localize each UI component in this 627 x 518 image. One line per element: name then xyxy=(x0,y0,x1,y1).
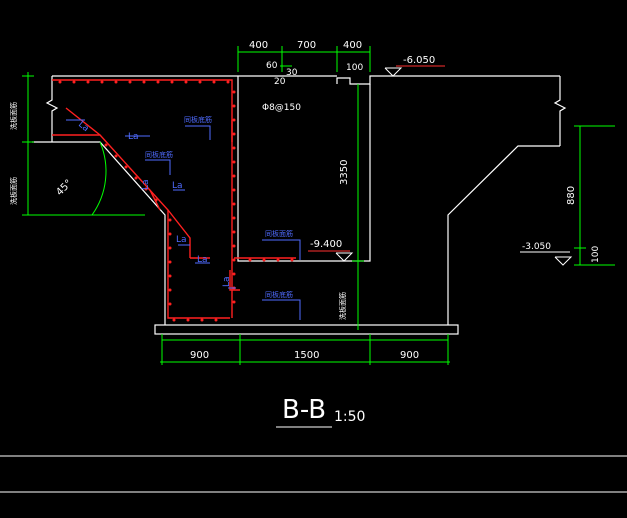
rebar-dot xyxy=(184,80,188,84)
rebar-dot xyxy=(232,104,236,108)
rebar-dot xyxy=(186,318,190,322)
dim-bottom-900-right: 900 xyxy=(400,350,419,361)
rebar-dot xyxy=(156,80,160,84)
rebar-dot xyxy=(86,80,90,84)
dim-880: 880 xyxy=(566,186,577,205)
frame-lines xyxy=(0,455,627,493)
elevation-inner: -9.400 xyxy=(310,239,342,250)
rebar-dot xyxy=(168,246,172,250)
dim-top-400-right: 400 xyxy=(343,40,362,51)
rebar-dot xyxy=(142,80,146,84)
la-label-5: La xyxy=(197,255,208,265)
rebar-dot xyxy=(232,272,236,276)
rebar-dot xyxy=(168,288,172,292)
rebar-dot xyxy=(168,260,172,264)
rebar-dot xyxy=(114,154,118,158)
dim-60: 60 xyxy=(266,61,278,71)
rebar-dot xyxy=(168,274,172,278)
rebar-dot xyxy=(290,258,294,262)
section-outline xyxy=(32,75,567,335)
dim-bottom-1500: 1500 xyxy=(294,350,319,361)
rebar-dot xyxy=(124,165,128,169)
section-title: B-B xyxy=(282,395,326,425)
dim-top-400-left: 400 xyxy=(249,40,268,51)
rebar-dot xyxy=(232,146,236,150)
dim-20: 20 xyxy=(274,77,286,87)
rebar-dot xyxy=(104,143,108,147)
rebar-label-slope: 同板底筋 xyxy=(145,150,173,159)
elevation-texts: -6.050 -9.400 -3.050 xyxy=(310,55,551,252)
elevation-right: -3.050 xyxy=(522,242,551,252)
rebar-dot xyxy=(232,160,236,164)
rebar-dot xyxy=(232,188,236,192)
dim-3350: 3350 xyxy=(339,160,350,185)
dim-bottom-900-left: 900 xyxy=(190,350,209,361)
rebar-dot xyxy=(168,302,172,306)
la-label-6: La xyxy=(222,276,232,287)
rebar-dot xyxy=(100,80,104,84)
rebar-label-inner: 同板面筋 xyxy=(265,229,293,238)
dim-top-700: 700 xyxy=(297,40,316,51)
rebar-dot xyxy=(232,216,236,220)
rebar-dot xyxy=(232,300,236,304)
rebar-dot xyxy=(168,232,172,236)
la-label-3: La xyxy=(172,181,183,191)
rebar-dot xyxy=(58,80,62,84)
rebar-lines xyxy=(52,79,296,319)
angle-label: 45° xyxy=(54,178,74,198)
rebar-dot xyxy=(154,198,158,202)
rebar-labels: La La La La La La La 同板底筋 同板底筋 同板面筋 同板底筋 xyxy=(76,115,293,299)
rebar-dot xyxy=(232,202,236,206)
rebar-dot xyxy=(232,230,236,234)
dim-100-right: 100 xyxy=(591,246,601,263)
rebar-dot xyxy=(232,244,236,248)
rebar-dot xyxy=(128,80,132,84)
dim-100-top: 100 xyxy=(346,63,363,73)
rebar-dot xyxy=(168,218,172,222)
vertical-label-1: 洗板面筋 xyxy=(9,102,18,130)
vertical-label-2: 洗板面筋 xyxy=(9,177,18,205)
dim-30: 30 xyxy=(286,68,298,78)
rebar-dot xyxy=(232,258,236,262)
rebar-dot xyxy=(72,80,76,84)
rebar-label-bottom: 同板底筋 xyxy=(265,290,293,299)
elevation-markers xyxy=(308,65,573,266)
rebar-dot xyxy=(200,318,204,322)
rebar-dot xyxy=(214,318,218,322)
rebar-dot xyxy=(276,258,280,262)
rebar-dot xyxy=(134,176,138,180)
dimension-texts: 400 700 400 60 30 20 100 Φ8@150 3350 880… xyxy=(190,40,601,361)
rebar-label-wall: 同板底筋 xyxy=(184,115,212,124)
rebar-dot xyxy=(114,80,118,84)
rebar-dot xyxy=(232,174,236,178)
rebar-dot xyxy=(232,132,236,136)
rebar-dot xyxy=(172,318,176,322)
rebar-dot xyxy=(170,80,174,84)
rebar-dot xyxy=(232,90,236,94)
rebar-dot xyxy=(212,80,216,84)
la-label-2: La xyxy=(128,132,139,142)
la-label-4: La xyxy=(176,235,187,245)
rebar-dot xyxy=(232,118,236,122)
bar-spec: Φ8@150 xyxy=(262,103,301,113)
section-title-group: B-B 1:50 xyxy=(276,395,365,428)
rebar-dot xyxy=(248,258,252,262)
rebar-dot xyxy=(144,187,148,191)
rebar-dot xyxy=(226,80,230,84)
dimension-lines xyxy=(22,46,615,365)
rebar-dot xyxy=(198,80,202,84)
rebar-dots xyxy=(58,80,294,322)
elevation-top: -6.050 xyxy=(403,55,435,66)
la-label: La xyxy=(76,120,90,134)
la-label-7: La xyxy=(141,179,151,190)
label-leaders xyxy=(66,119,301,320)
vertical-label-3: 洗板面筋 xyxy=(338,292,347,320)
section-scale: 1:50 xyxy=(334,409,365,425)
rebar-dot xyxy=(262,258,266,262)
